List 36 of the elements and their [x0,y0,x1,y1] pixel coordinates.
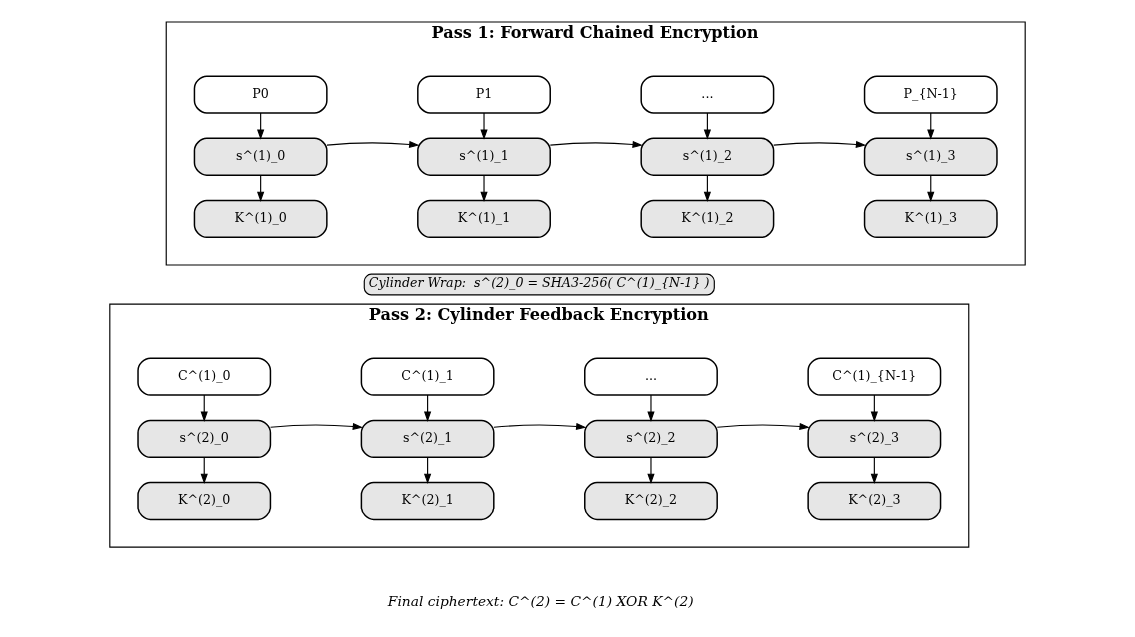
node-box: s^(1)_0 [193,137,328,176]
node-box: K^(2)_1 [360,481,495,521]
node-box: K^(1)_0 [193,199,328,239]
arrow [326,140,420,149]
node-box: K^(1)_3 [863,199,998,239]
node-box: C^(1)_{N-1} [807,357,942,396]
node-box: K^(2)_2 [584,481,718,521]
node-box: C^(1)_0 [137,357,272,396]
arrow [493,422,587,431]
node-box: s^(1)_2 [640,137,775,176]
node-box: s^(2)_1 [360,419,495,458]
arrow [269,422,364,431]
node-box: ... [640,75,775,114]
arrow [480,112,488,140]
label: Final ciphertext: C^(2) = C^(1) XOR K^(2) [387,592,694,609]
node-box: s^(1)_3 [863,137,998,176]
node-box: Cylinder Wrap: s^(2)_0 = SHA3-256( C^(1)_{N-1} ) [363,273,715,296]
node-box: P0 [193,75,328,114]
node-box: ... [584,357,718,396]
arrow [480,174,488,202]
arrow [716,422,810,431]
node-box: K^(1)_2 [640,199,775,239]
node-box: K^(2)_0 [137,481,272,521]
node-box: s^(2)_0 [137,419,272,458]
node-box: s^(2)_3 [807,419,942,458]
arrow [549,140,643,149]
node-box: s^(2)_2 [584,419,718,458]
node-box: K^(2)_3 [807,481,942,521]
arrow [647,456,655,485]
arrow [647,394,655,422]
arrow [773,140,867,149]
node-box: P_{N-1} [863,75,998,114]
node-box: s^(1)_1 [417,137,551,176]
node-box: C^(1)_1 [360,357,495,396]
node-box: P1 [417,75,551,114]
node-box: K^(1)_1 [417,199,551,239]
